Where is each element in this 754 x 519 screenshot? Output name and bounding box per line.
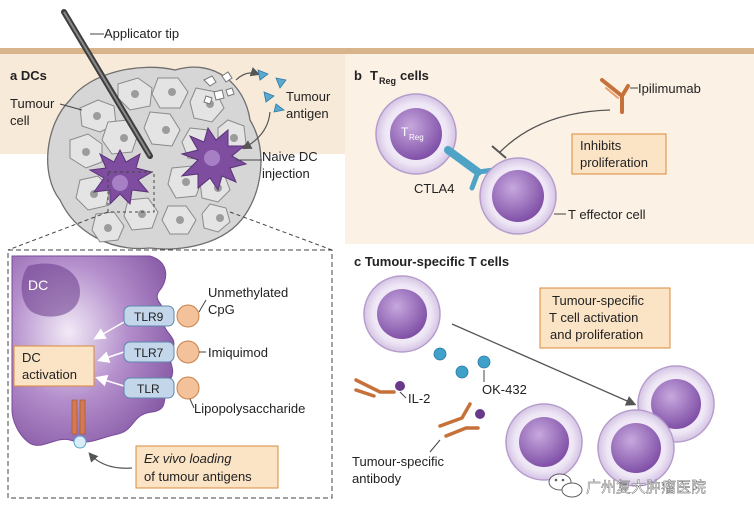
antigen-to-dc-arrow	[241, 111, 271, 150]
tlr7-arrow	[97, 351, 125, 363]
tlr-arrow	[95, 374, 125, 387]
treg-label-t: T	[401, 125, 409, 139]
watermark-text: 广州复大肿瘤医院	[586, 478, 706, 496]
inhibits-box	[571, 133, 667, 175]
tumour-cell-leader	[59, 103, 83, 111]
debris-arrow	[235, 67, 261, 81]
dc-activation-box	[13, 345, 95, 387]
applicator-needle	[61, 9, 153, 159]
treg-cell	[375, 93, 457, 175]
ok432-label: OK-432	[482, 382, 527, 397]
panel-b-title-sub: Reg	[379, 76, 396, 86]
panel-c-title: c Tumour-specific T cells	[354, 254, 509, 269]
tlr9-receptor	[123, 304, 200, 328]
naive-dc-label-line1: Naive DC	[262, 149, 318, 164]
panel-b-title-rest: cells	[400, 68, 429, 83]
ts-cell-top	[363, 275, 441, 353]
ctla4-label: CTLA4	[414, 181, 454, 196]
wechat-watermark-icon	[548, 473, 583, 498]
antigen-debris	[203, 71, 235, 105]
zoom-region	[107, 171, 155, 213]
dc-activation-line2: activation	[22, 367, 77, 382]
imiquimod-label: Imiquimod	[208, 345, 268, 360]
panel-b-letter: b	[354, 68, 362, 83]
tlr-label: TLR	[137, 382, 160, 396]
il2-dot	[395, 381, 405, 391]
lps-label: Lipopolysaccharide	[194, 401, 305, 416]
proliferation-arrow	[451, 323, 637, 406]
tlr9-label: TLR9	[134, 310, 164, 324]
t-effector-label: T effector cell	[568, 207, 646, 222]
ts-activation-box	[539, 287, 671, 349]
exvivo-line1: Ex vivo loading	[144, 451, 232, 466]
panel-b-title-t: T	[370, 68, 378, 83]
ts-antibody-dot	[475, 409, 485, 419]
dc-activation-line1: DC	[22, 350, 41, 365]
cpg-label-line2: CpG	[208, 302, 235, 317]
applicator-label: Applicator tip	[104, 26, 179, 41]
treg-label-sub: Reg	[409, 133, 424, 142]
inhibition-arc	[499, 109, 611, 153]
tlr7-receptor	[123, 340, 200, 364]
ts-cell-bottom-left	[505, 403, 583, 481]
tumour-antigen-triangles	[257, 69, 287, 113]
tumour-cell-label-line2: cell	[10, 113, 30, 128]
tlr-receptor	[123, 376, 200, 400]
tumour-antigen-label-line1: Tumour	[286, 89, 331, 104]
inhibition-bar	[491, 145, 507, 159]
panel-a-title: a DCs	[10, 68, 47, 83]
ts-activation-line2: T cell activation	[549, 310, 638, 325]
dc-label: DC	[28, 277, 48, 293]
ts-antibody-leader	[429, 439, 441, 453]
il2-leader	[399, 391, 407, 399]
t-effector-cell	[479, 157, 557, 235]
exvivo-arrow	[88, 452, 133, 469]
tumour-antigen-label-line2: antigen	[286, 106, 329, 121]
naive-dc-cell	[180, 126, 248, 192]
lps-leader	[189, 398, 195, 409]
ts-cell-bottom-right	[597, 409, 675, 487]
tumour-cell-label-line1: Tumour	[10, 96, 55, 111]
ipilimumab-label: Ipilimumab	[638, 81, 701, 96]
ipilimumab-antibody	[600, 78, 630, 114]
mhc-receptor	[71, 399, 87, 449]
exvivo-box	[135, 445, 279, 489]
inhibits-line2: proliferation	[580, 155, 648, 170]
ts-antibody-line2: antibody	[352, 471, 402, 486]
cpg-leader	[198, 299, 207, 313]
ts-antibody-line1: Tumour-specific	[352, 454, 444, 469]
tumour-dc	[88, 148, 154, 206]
ts-activation-line3: and proliferation	[550, 327, 643, 342]
exvivo-line2: of tumour antigens	[144, 469, 252, 484]
tlr7-label: TLR7	[134, 346, 164, 360]
il2-receptor	[354, 378, 396, 398]
zoom-line-right	[229, 211, 333, 251]
ok432-particles	[433, 347, 491, 379]
naive-dc-label-line2: injection	[262, 166, 310, 181]
top-rule	[0, 48, 754, 54]
inhibits-line1: Inhibits	[580, 138, 622, 153]
il2-label: IL-2	[408, 391, 430, 406]
ts-activation-line1: Tumour-specific	[552, 293, 644, 308]
zoom-line-left	[7, 211, 109, 251]
tlr9-arrow	[93, 321, 125, 340]
cpg-label-line1: Unmethylated	[208, 285, 288, 300]
ts-antibody	[438, 402, 480, 438]
